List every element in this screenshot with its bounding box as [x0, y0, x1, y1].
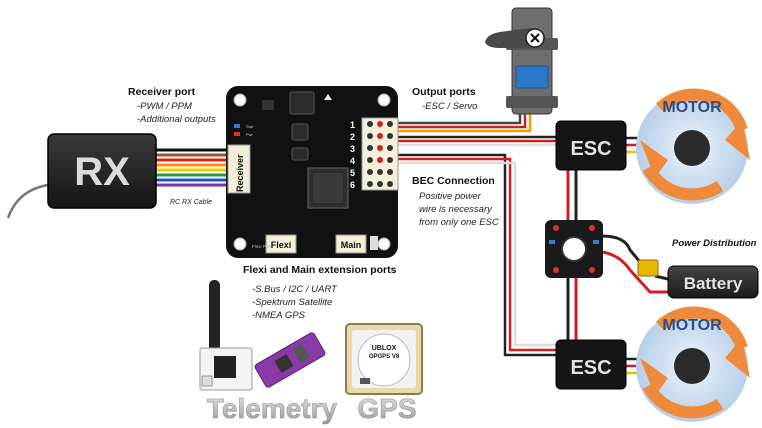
- main-port: [335, 234, 367, 254]
- bec-title: BEC Connection: [412, 175, 495, 187]
- ext-line2: -Spektrum Satellite: [252, 297, 332, 308]
- esc-1: ESC: [555, 120, 627, 171]
- power-distribution-label: Power Distribution: [672, 238, 757, 249]
- bec-line1: Positive power: [419, 191, 482, 202]
- output-header: [361, 117, 399, 191]
- wires: [6, 108, 680, 375]
- esc-2-label: ESC: [570, 357, 611, 379]
- flexi-port: [265, 234, 297, 254]
- output-ports-title: Output ports: [412, 86, 476, 98]
- flexi-main-title: Flexi and Main extension ports: [243, 264, 397, 276]
- annotations: Receiver port -PWM / PPM -Additional out…: [128, 86, 757, 321]
- servo: [485, 7, 558, 115]
- battery-leads: [601, 234, 673, 294]
- motor-1: MOTOR: [636, 88, 750, 204]
- oplink-board: [254, 332, 326, 388]
- ext-line3: -NMEA GPS: [252, 310, 306, 321]
- flexi-port-label: Flexi: [271, 240, 292, 250]
- battery: Battery: [667, 265, 759, 299]
- rx-cable: [152, 148, 228, 187]
- rx-receiver: RX: [47, 133, 157, 209]
- port-number-4: 4: [350, 156, 355, 166]
- esc1-signal-lead: [398, 135, 558, 147]
- esc2-signal-lead: [398, 153, 558, 357]
- port-number-2: 2: [350, 132, 355, 142]
- port-number-3: 3: [350, 144, 355, 154]
- esc-2: ESC: [555, 339, 627, 390]
- bec-line2: wire is necessary: [419, 204, 493, 215]
- motor-2: MOTOR: [636, 306, 750, 422]
- ext-line1: -S.Bus / I2C / UART: [252, 284, 338, 295]
- gps-module-line1: UBLOX: [372, 345, 397, 352]
- power-distribution-board: [545, 220, 603, 278]
- receiver-port-title: Receiver port: [128, 86, 196, 98]
- flight-controller: Stat Pwr Receiver 1 2 3 4 5 6 Flexi Main…: [226, 86, 399, 258]
- rx-label: RX: [74, 150, 130, 194]
- svg-text:Stat: Stat: [246, 124, 254, 129]
- port-number-1: 1: [350, 120, 355, 130]
- receiver-port-label: Receiver: [235, 154, 245, 192]
- gps-module: UBLOX OPGPS V8: [345, 323, 423, 395]
- receiver-port-line2: -Additional outputs: [137, 114, 216, 125]
- port-number-5: 5: [350, 168, 355, 178]
- motor-2-label: MOTOR: [662, 317, 722, 334]
- gps-module-line2: OPGPS V8: [369, 354, 400, 360]
- motor-1-label: MOTOR: [662, 99, 722, 116]
- bec-line3: from only one ESC: [419, 217, 499, 228]
- battery-connector: [637, 259, 659, 277]
- esc-1-label: ESC: [570, 138, 611, 160]
- svg-text:Pwr: Pwr: [246, 132, 254, 137]
- output-ports-line1: -ESC / Servo: [422, 101, 477, 112]
- telemetry-label: Telemetry: [207, 393, 338, 424]
- flexi-port-small-label: Flexi Port: [252, 244, 272, 249]
- gps-label: GPS: [357, 393, 416, 424]
- output-pins: [367, 121, 393, 187]
- rx-antenna: [6, 183, 49, 219]
- receiver-port: [227, 144, 251, 194]
- rc-rx-cable-label: RC RX Cable: [170, 199, 212, 206]
- receiver-port-line1: -PWM / PPM: [137, 101, 192, 112]
- port-number-6: 6: [350, 180, 355, 190]
- telemetry-radio: [199, 280, 253, 391]
- battery-label: Battery: [684, 274, 743, 293]
- main-port-label: Main: [341, 240, 362, 250]
